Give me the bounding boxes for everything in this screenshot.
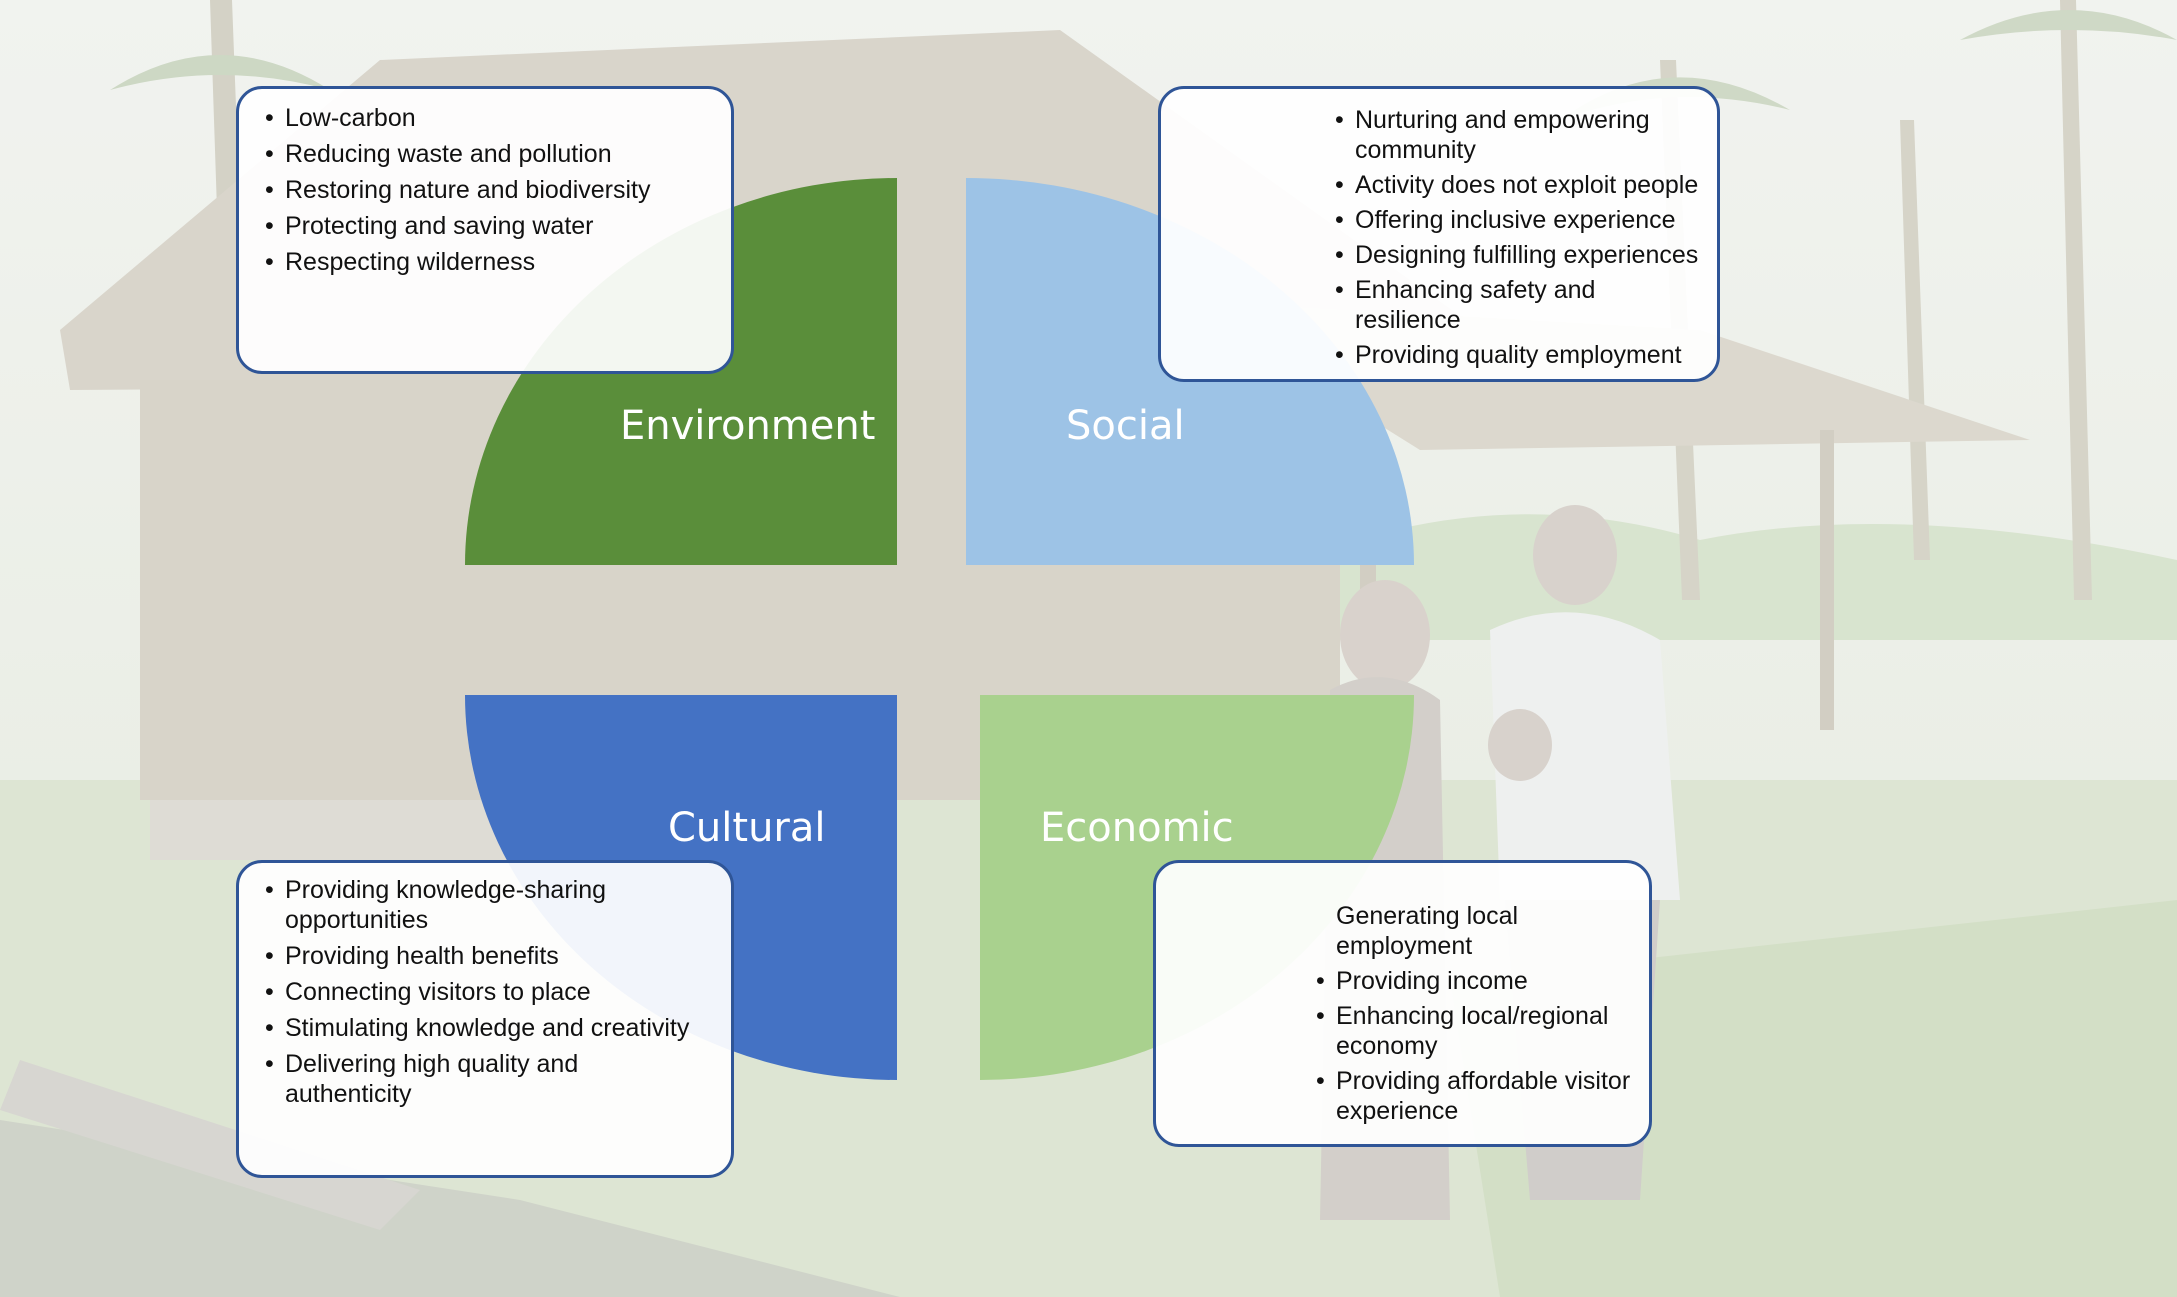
list-item: Stimulating knowledge and creativity xyxy=(261,1013,711,1043)
social-label: Social xyxy=(1066,403,1185,449)
list-item: Providing income xyxy=(1312,966,1635,996)
list-item: Connecting visitors to place xyxy=(261,977,711,1007)
list-item: Providing knowledge-sharing opportunitie… xyxy=(261,875,711,935)
list-item: Providing affordable visitor experience xyxy=(1312,1066,1635,1126)
list-item: Low-carbon xyxy=(261,103,711,133)
list-item: Delivering high quality and authenticity xyxy=(261,1049,711,1109)
list-item: Respecting wilderness xyxy=(261,247,711,277)
list-item: Providing health benefits xyxy=(261,941,711,971)
economic-label: Economic xyxy=(1040,805,1234,851)
list-item: Generating local employment xyxy=(1336,902,1519,960)
list-item: Reducing waste and pollution xyxy=(261,139,711,169)
list-item: Enhancing safety and resilience xyxy=(1331,275,1703,335)
list-item: Providing quality employment xyxy=(1331,340,1703,370)
list-item: Restoring nature and biodiversity xyxy=(261,175,711,205)
list-item: Protecting and saving water xyxy=(261,211,711,241)
cultural-box: Providing knowledge-sharing opportunitie… xyxy=(236,860,734,1178)
environment-box: Low-carbon Reducing waste and pollution … xyxy=(236,86,734,374)
economic-box: Generating local employment Providing in… xyxy=(1153,860,1652,1147)
environment-label: Environment xyxy=(620,403,876,449)
list-item: Enhancing local/regional economy xyxy=(1312,1001,1635,1061)
environment-list: Low-carbon Reducing waste and pollution … xyxy=(261,103,711,277)
cultural-list: Providing knowledge-sharing opportunitie… xyxy=(261,875,711,1109)
list-item: Activity does not exploit people xyxy=(1331,170,1703,200)
list-item: Designing fulfilling experiences xyxy=(1331,240,1703,270)
social-box: Nurturing and empowering community Activ… xyxy=(1158,86,1720,382)
cultural-label: Cultural xyxy=(668,805,826,851)
list-item: Nurturing and empowering community xyxy=(1331,105,1703,165)
list-item: Offering inclusive experience xyxy=(1331,205,1703,235)
economic-list: Generating local employment Providing in… xyxy=(1312,901,1635,1126)
social-list: Nurturing and empowering community Activ… xyxy=(1331,105,1703,370)
